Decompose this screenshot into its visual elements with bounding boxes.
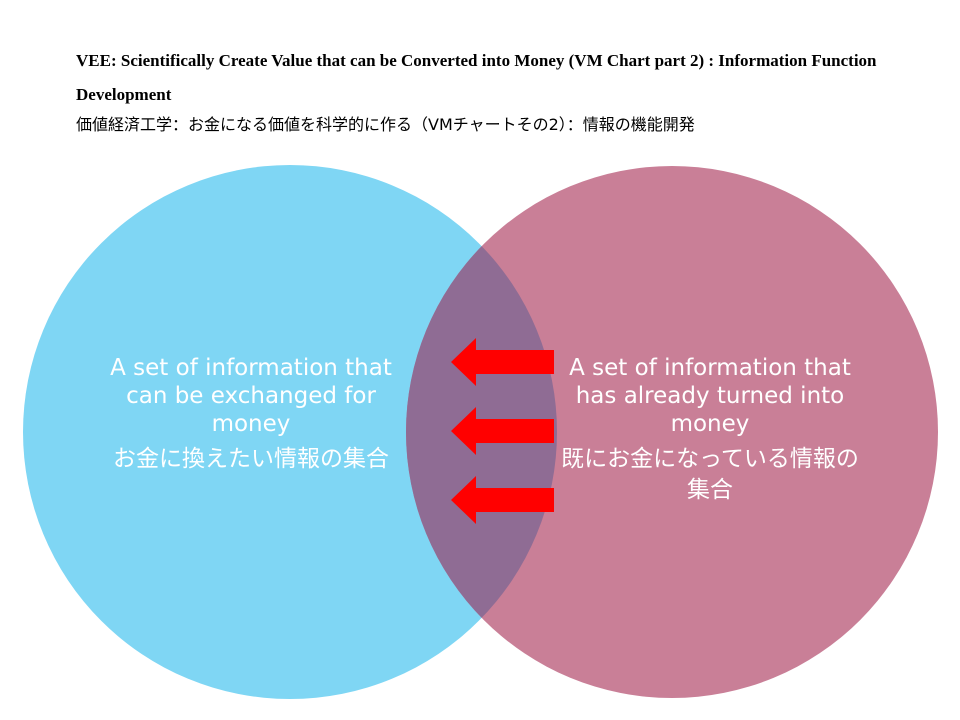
right-label-english: A set of information that has already tu… — [569, 355, 851, 437]
title-japanese: 価値経済工学：お金になる価値を科学的に作る（VMチャートその2）：情報の機能開発 — [76, 115, 695, 134]
left-circle-label: A set of information that can be exchang… — [86, 354, 416, 475]
left-label-japanese: お金に換えたい情報の集合 — [113, 446, 389, 472]
left-label-english: A set of information that can be exchang… — [110, 355, 392, 437]
title-english: VEE: Scientifically Create Value that ca… — [76, 51, 877, 104]
left-circle — [23, 165, 557, 699]
arrow-left-bottom — [451, 476, 554, 524]
right-circle — [406, 166, 938, 698]
arrow-left-top — [451, 338, 554, 386]
right-circle-label: A set of information that has already tu… — [560, 354, 860, 506]
right-label-japanese: 既にお金になっている情報の集合 — [561, 446, 859, 503]
arrow-left-middle — [451, 407, 554, 455]
arrows-group — [451, 338, 554, 524]
